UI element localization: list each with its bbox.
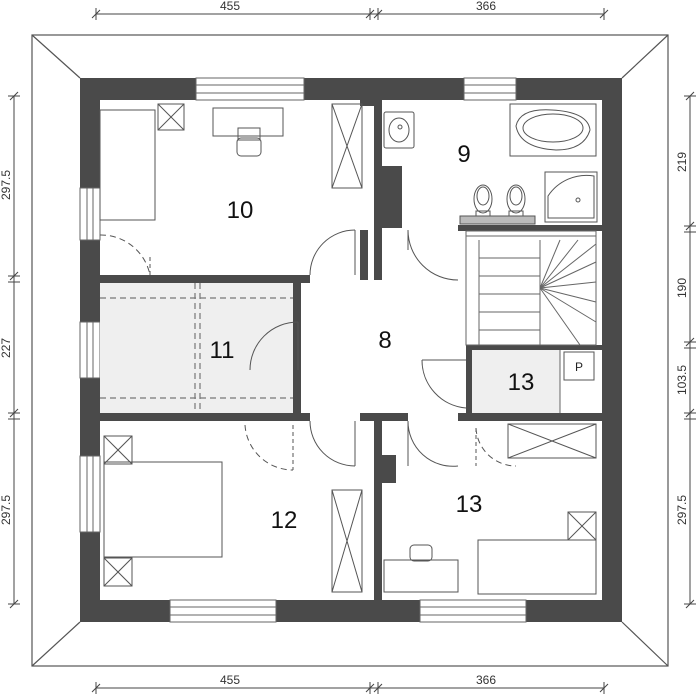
pantry-box [563,351,595,381]
dim-right-4: 297.5 [675,495,689,525]
dim-bottom-2: 366 [476,673,496,687]
dim-right-3: 103.5 [675,365,689,395]
doors [99,229,517,471]
interior-walls [100,100,602,600]
bathroom-fixtures [383,103,598,225]
dim-left-1: 297.5 [0,170,13,200]
dim-bottom-1: 455 [220,673,240,687]
windows [79,77,527,623]
window-room9 [463,77,517,101]
room13b-furniture [383,423,597,595]
window-room13b [419,599,527,623]
dim-top-1: 455 [220,0,240,13]
room-label-8: 8 [378,327,391,354]
window-left-3 [79,455,101,533]
room11-dashed [100,283,293,413]
dim-right-1: 219 [675,152,689,172]
room10-furniture [99,103,363,221]
roof-outline [31,34,669,667]
window-left-1 [79,187,101,241]
dim-top-2: 366 [476,0,496,13]
room-label-9: 9 [457,141,470,168]
room-label-12: 12 [271,507,298,534]
dim-right-2: 190 [675,278,689,298]
window-room12 [169,599,277,623]
room-label-10: 10 [227,197,254,224]
room-label-13a: 13 [508,369,535,396]
pantry-label: P [575,360,583,374]
window-room10 [195,77,305,101]
room13a-fill [472,350,560,415]
dim-left-3: 297.5 [0,495,13,525]
dim-left-2: 227 [0,338,13,358]
window-left-2 [79,321,101,379]
room12-furniture [103,435,363,593]
room-label-11: 11 [210,337,235,364]
staircase [465,230,597,346]
room-label-13b: 13 [456,491,483,518]
dimension-lines [8,8,696,694]
